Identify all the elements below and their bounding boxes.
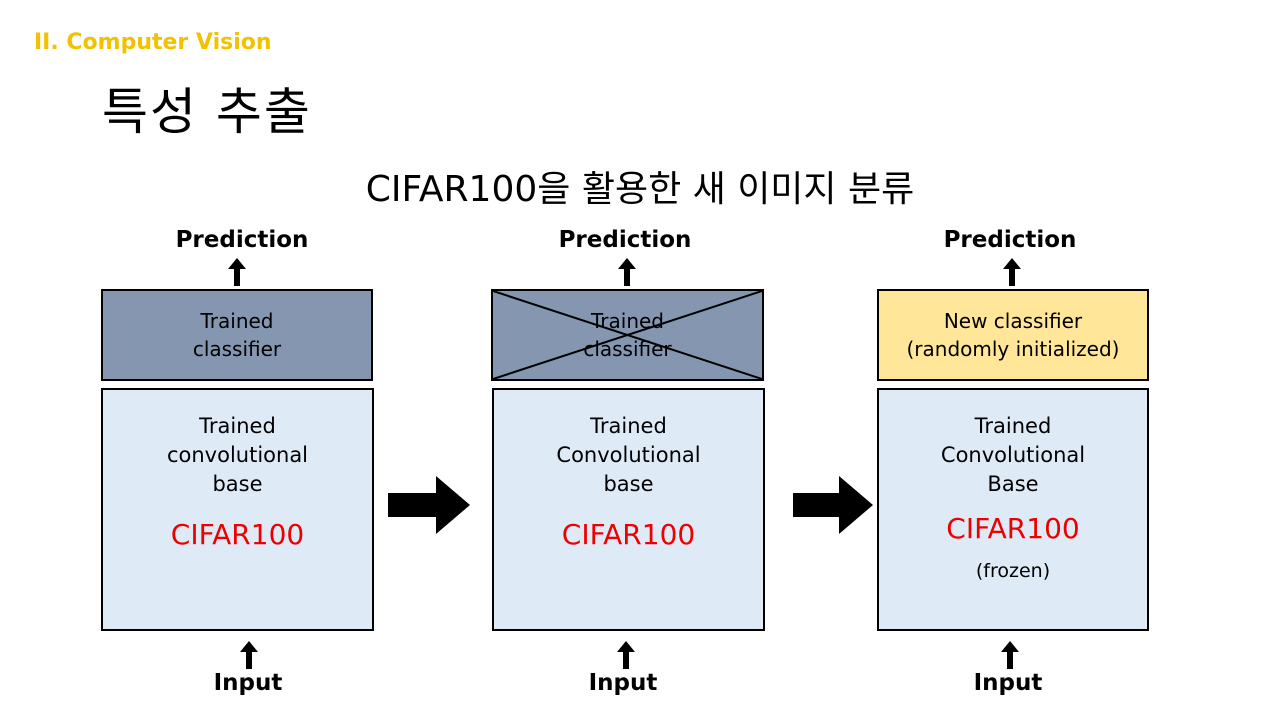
trained-classifier-box-1: Trained classifier: [101, 289, 373, 381]
conv-base-label: Trained Convolutional base: [556, 414, 701, 496]
new-classifier-box: New classifier (randomly initialized): [877, 289, 1149, 381]
arrow-up-icon: [618, 258, 636, 286]
slide-title: 특성 추출: [102, 83, 312, 141]
arrow-up-icon: [240, 641, 258, 669]
section-label: II. Computer Vision: [34, 30, 272, 55]
arrow-right-icon: [793, 476, 873, 534]
input-label-2: Input: [588, 670, 658, 696]
conv-base-box-3: Trained Convolutional Base CIFAR100 (fro…: [877, 388, 1149, 631]
conv-base-label: Trained Convolutional Base: [940, 414, 1086, 496]
prediction-label-3: Prediction: [943, 227, 1077, 253]
slide-subtitle: CIFAR100을 활용한 새 이미지 분류: [365, 169, 915, 210]
classifier-label: Trained classifier: [583, 309, 672, 361]
dataset-label: CIFAR100: [946, 512, 1080, 545]
arrow-up-icon: [1003, 258, 1021, 286]
classifier-label: New classifier (randomly initialized): [906, 309, 1120, 361]
conv-base-label: Trained convolutional base: [166, 414, 309, 496]
classifier-label: Trained classifier: [192, 309, 282, 361]
dataset-label: CIFAR100: [561, 518, 696, 551]
input-label-3: Input: [973, 670, 1043, 696]
arrow-up-icon: [1001, 641, 1019, 669]
input-label-1: Input: [213, 670, 283, 696]
discarded-classifier-box: Trained classifier: [491, 289, 764, 381]
conv-base-box-1: Trained convolutional base CIFAR100: [101, 388, 374, 631]
conv-base-box-2: Trained Convolutional base CIFAR100: [492, 388, 765, 631]
prediction-label-1: Prediction: [175, 227, 309, 253]
arrow-right-icon: [388, 476, 470, 534]
dataset-label: CIFAR100: [170, 518, 305, 551]
arrow-up-icon: [228, 258, 246, 286]
prediction-label-2: Prediction: [558, 227, 692, 253]
arrow-up-icon: [617, 641, 635, 669]
frozen-note: (frozen): [975, 560, 1051, 582]
